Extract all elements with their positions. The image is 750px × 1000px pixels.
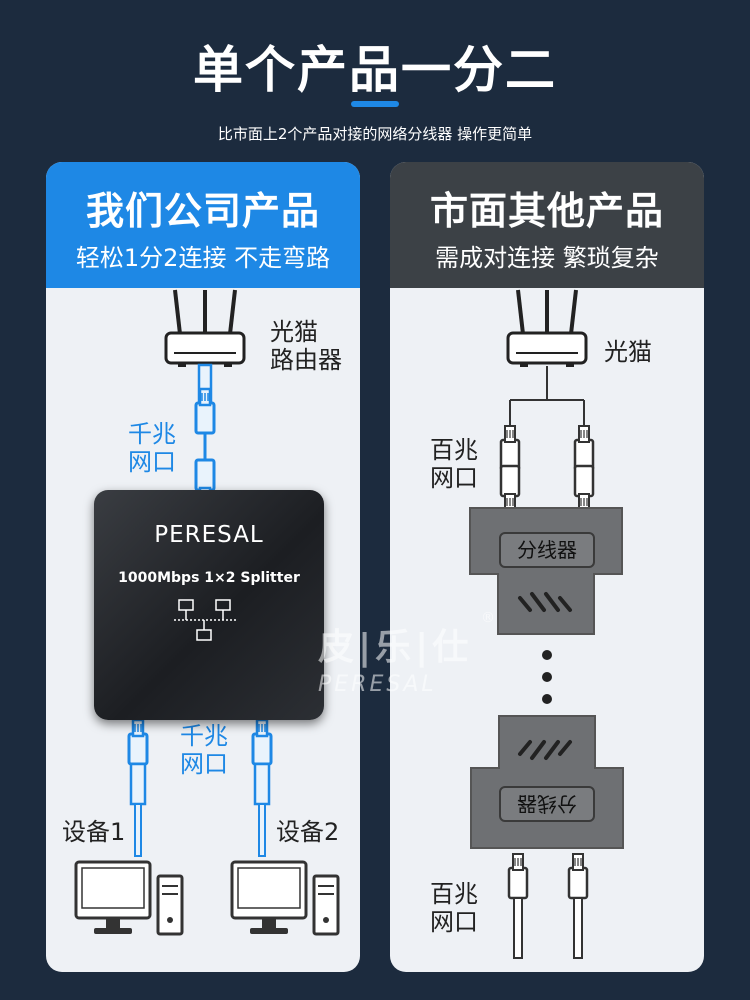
registered-mark: ®: [481, 610, 495, 626]
splitter-model: 1000Mbps 1×2 Splitter: [118, 570, 300, 586]
device-1-label: 设备1: [62, 818, 126, 846]
device-2-label: 设备2: [276, 818, 340, 846]
splitter-box-bottom: [470, 715, 624, 849]
gigabit-port-label-bottom: 千兆 网口: [180, 722, 228, 778]
port-label-line1: 百兆: [430, 436, 478, 464]
computer-icon: [74, 860, 184, 936]
our-product-header: 我们公司产品 轻松1分2连接 不走弯路: [46, 162, 360, 288]
computer-icon: [230, 860, 340, 936]
cable-out-2: [251, 718, 273, 857]
page-subtitle: 比市面上2个产品对接的网络分线器 操作更简单: [217, 125, 533, 143]
port-label-line2: 网口: [128, 448, 176, 476]
port-label-line1: 百兆: [430, 880, 478, 908]
peresal-splitter-device: PERESAL 1000Mbps 1×2 Splitter: [94, 490, 324, 720]
100m-port-label-top: 百兆 网口: [430, 436, 478, 492]
router-label-line1: 光猫: [270, 318, 318, 346]
title-underline: [351, 101, 399, 107]
cable-split-lines: [509, 366, 585, 430]
port-label-line2: 网口: [430, 908, 478, 936]
router-icon: [506, 289, 588, 367]
router-label-line2: 路由器: [270, 346, 342, 374]
our-product-subtitle: 轻松1分2连接 不走弯路: [75, 244, 331, 272]
modem-label: 光猫: [604, 338, 652, 366]
cable-top: [194, 363, 216, 506]
100m-port-label-bottom: 百兆 网口: [430, 880, 478, 936]
watermark-chinese: 皮|乐|仕: [318, 627, 473, 668]
splitter-label-bottom: 分线器: [499, 786, 595, 822]
splitter-brand: PERESAL: [154, 522, 264, 548]
our-product-title: 我们公司产品: [85, 189, 320, 233]
other-product-header: 市面其他产品 需成对连接 繁琐复杂: [390, 162, 704, 288]
gigabit-port-label-top: 千兆 网口: [128, 420, 176, 476]
other-product-subtitle: 需成对连接 繁琐复杂: [435, 244, 659, 272]
port-label-line1: 千兆: [180, 722, 228, 750]
cable-out-1: [127, 718, 149, 857]
router-label: 光猫 路由器: [270, 318, 342, 374]
other-product-title: 市面其他产品: [429, 189, 664, 233]
port-label-line2: 网口: [180, 750, 228, 778]
port-label-line1: 千兆: [128, 420, 176, 448]
router-icon: [164, 289, 246, 367]
ellipsis-dots: [542, 650, 552, 704]
plug-icon: [499, 424, 595, 512]
splitter-label-top: 分线器: [499, 532, 595, 568]
port-label-line2: 网口: [430, 464, 478, 492]
network-icon: [174, 599, 236, 641]
watermark-english: PERESAL: [318, 672, 437, 697]
plug-icon: [507, 852, 589, 959]
page-title: 单个产品一分二: [193, 41, 557, 99]
